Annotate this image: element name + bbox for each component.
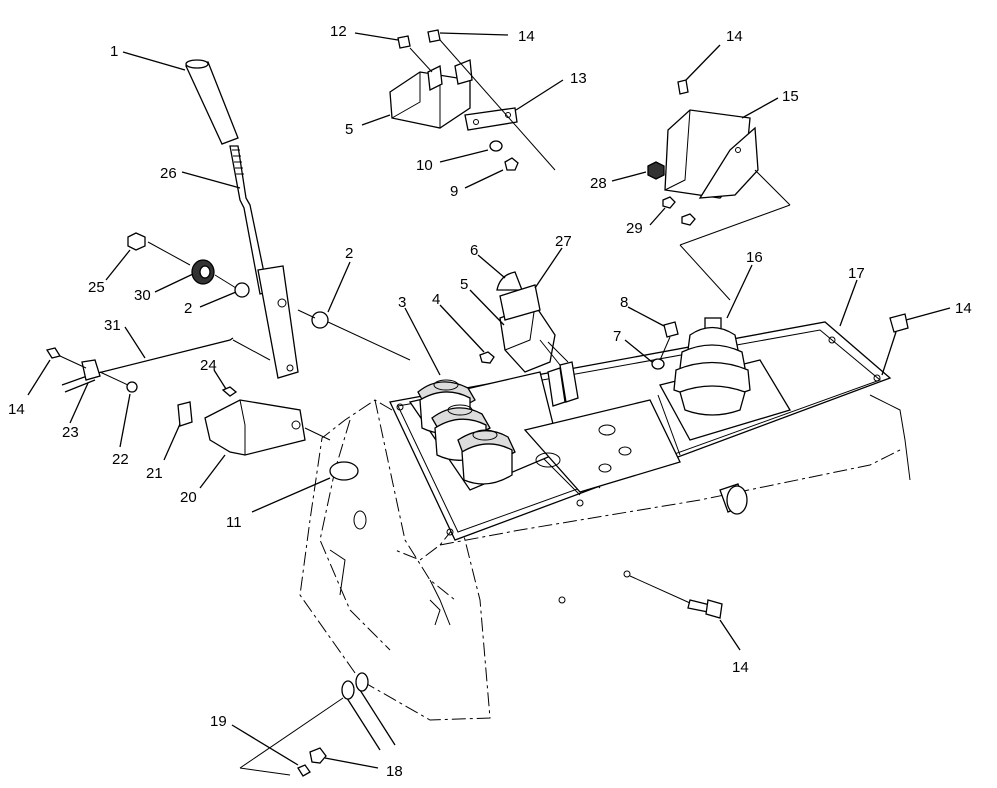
leader-lines <box>27 32 951 769</box>
knob-bolt <box>719 483 748 515</box>
relay-bracket-top <box>389 29 556 171</box>
callout-22: 22 <box>112 451 129 468</box>
callout-17: 17 <box>848 265 865 282</box>
joystick-boot <box>673 317 751 416</box>
callout-2a: 2 <box>184 300 192 317</box>
panel-screw-right <box>881 313 909 376</box>
rocker-switch-assembly <box>417 379 516 485</box>
shift-cable <box>45 337 271 393</box>
callout-labels: 1 26 25 30 2 2 31 14 23 22 24 21 20 11 1… <box>8 23 972 780</box>
callout-10: 10 <box>416 157 433 174</box>
callout-9: 9 <box>450 183 458 200</box>
hole-plug <box>329 461 367 530</box>
callout-8: 8 <box>620 294 628 311</box>
callout-14a: 14 <box>8 401 25 418</box>
callout-14b: 14 <box>518 28 535 45</box>
callout-5a: 5 <box>345 121 353 138</box>
relay-center <box>479 271 579 407</box>
callout-3: 3 <box>398 294 406 311</box>
callout-30: 30 <box>134 287 151 304</box>
callout-14c: 14 <box>726 28 743 45</box>
callout-24: 24 <box>200 357 217 374</box>
mount-bolt-lower <box>623 570 723 619</box>
callout-7: 7 <box>613 328 621 345</box>
callout-21: 21 <box>146 465 163 482</box>
cable-lugs <box>239 672 396 777</box>
callout-5b: 5 <box>460 276 468 293</box>
callout-2b: 2 <box>345 245 353 262</box>
callout-23: 23 <box>62 424 79 441</box>
pivot-hardware <box>127 232 411 361</box>
callout-19: 19 <box>210 713 227 730</box>
callout-6: 6 <box>470 242 478 259</box>
callout-14e: 14 <box>732 659 749 676</box>
callout-16: 16 <box>746 249 763 266</box>
boot-hardware <box>651 321 679 370</box>
callout-18: 18 <box>386 763 403 780</box>
callout-27: 27 <box>555 233 572 250</box>
relay-cover-right <box>647 79 791 301</box>
frame-housing <box>299 394 911 721</box>
callout-12: 12 <box>330 23 347 40</box>
callout-28: 28 <box>590 175 607 192</box>
callout-14d: 14 <box>955 300 972 317</box>
callout-25: 25 <box>88 279 105 296</box>
callout-29: 29 <box>626 220 643 237</box>
callout-15: 15 <box>782 88 799 105</box>
callout-1: 1 <box>110 43 118 60</box>
shift-lever-assembly <box>185 59 299 379</box>
callout-13: 13 <box>570 70 587 87</box>
callout-31: 31 <box>104 317 121 334</box>
callout-4: 4 <box>432 291 440 308</box>
interlock-bracket <box>177 386 331 456</box>
callout-20: 20 <box>180 489 197 506</box>
callout-11: 11 <box>226 514 242 531</box>
callout-26: 26 <box>160 165 177 182</box>
